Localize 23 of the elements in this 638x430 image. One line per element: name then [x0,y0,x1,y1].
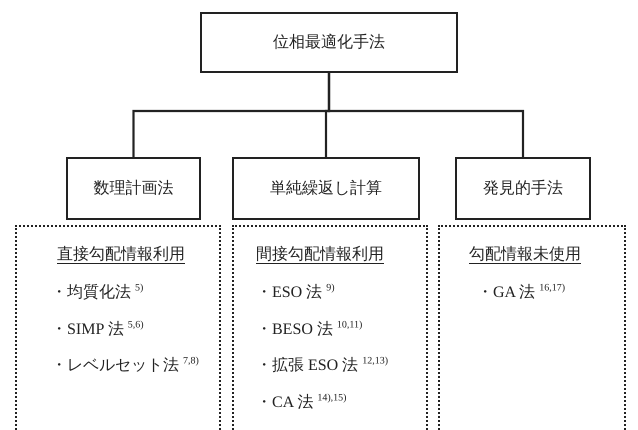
list-item: ・BESO 法 $^{10,11)}$ [256,318,362,340]
list-item: ・レベルセット法 $^{7,8)}$ [51,355,199,376]
category-box [66,157,201,220]
tree-connector [328,73,524,157]
list-item: ・SIMP 法 $^{5,6)}$ [51,318,144,340]
box-label: 単純繰返し計算 [270,178,382,199]
box-label: 発見的手法 [483,178,563,199]
category-box [455,157,591,220]
panel-heading: 勾配情報未使用 [469,244,581,265]
list-item: ・GA 法 $^{16,17)}$ [477,282,566,303]
list-item: ・ESO 法 $^{9)}$ [256,282,335,303]
category-box [232,157,420,220]
panel-heading: 間接勾配情報利用 [256,244,384,265]
method-panel [232,225,428,430]
list-item: ・拡張 ESO 法 $^{12,13)}$ [256,355,388,376]
list-item: ・均質化法 $^{5)}$ [51,282,144,303]
box-label: 位相最適化手法 [273,32,385,53]
panel-heading: 直接勾配情報利用 [57,244,185,265]
method-panel [438,225,626,430]
root-box [200,12,458,73]
box-label: 数理計画法 [94,178,174,199]
method-panel [15,225,221,430]
list-item: ・CA 法 $^{14),15)}$ [256,392,347,412]
